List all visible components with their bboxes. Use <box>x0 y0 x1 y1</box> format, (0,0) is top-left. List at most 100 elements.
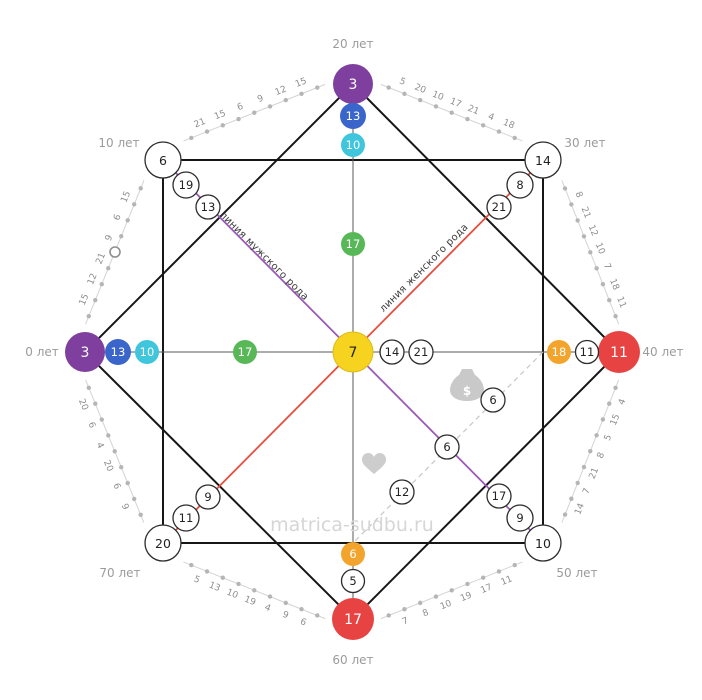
node-bottom-white-value: 5 <box>349 574 356 588</box>
node-center-right-21-value: 21 <box>414 345 429 359</box>
node-corner-br: 10 <box>524 524 562 562</box>
node-tl-inner1: 19 <box>172 171 200 199</box>
perimeter-number: 12 <box>274 85 288 99</box>
perimeter-dot <box>581 464 587 470</box>
perimeter-dot <box>496 129 502 134</box>
perimeter-dot <box>125 480 130 486</box>
node-top-blue-circle <box>340 103 366 129</box>
node-right-orange-circle <box>547 340 571 364</box>
perimeter-dot <box>299 606 304 612</box>
node-tr-inner1: 8 <box>506 171 534 199</box>
node-br-inner1-value: 9 <box>516 511 523 525</box>
node-bl-inner2-value: 9 <box>204 490 211 504</box>
money-bag-icon: $ <box>450 369 484 401</box>
perimeter-number: 10 <box>593 241 607 256</box>
perimeter-dot <box>575 218 580 223</box>
perimeter-dot <box>132 202 137 207</box>
age-label-50: 50 лет <box>556 566 597 580</box>
node-corner-tl: 6 <box>144 141 182 179</box>
perimeter-dot <box>402 91 407 97</box>
perimeter-dot <box>562 512 568 517</box>
perimeter-number: 5 <box>603 433 614 442</box>
node-top-cyan: 10 <box>341 133 365 157</box>
perimeter-number: 6 <box>236 102 245 114</box>
perimeter-dot <box>138 186 143 191</box>
node-top-blue: 13 <box>340 103 366 129</box>
perimeter-dot <box>569 496 574 501</box>
perimeter-dot <box>512 562 517 568</box>
perimeter-dot <box>236 581 241 587</box>
node-left-blue: 13 <box>105 339 131 365</box>
perimeter-number: 6 <box>298 617 307 629</box>
node-tr-inner2: 21 <box>486 194 512 220</box>
perimeter-dot <box>449 588 454 593</box>
perimeter-number: 7 <box>582 487 593 496</box>
node-right-white-circle <box>574 339 600 365</box>
perimeter-number: 5 <box>192 574 201 585</box>
perimeter-dot <box>119 234 124 239</box>
node-corner-tr-value: 14 <box>535 153 551 168</box>
perimeter-number: 15 <box>78 293 92 307</box>
perimeter-dot <box>433 594 439 599</box>
node-bl-inner1-value: 11 <box>179 511 194 525</box>
node-age60-point: 17 <box>332 598 374 640</box>
perimeter-number: 17 <box>479 583 493 597</box>
perimeter-number: 11 <box>500 574 514 588</box>
perimeter-number: 12 <box>86 272 100 286</box>
perimeter-dot <box>99 281 104 287</box>
perimeter-number: 9 <box>104 233 116 242</box>
perimeter-number: 8 <box>573 190 585 199</box>
node-money-mid-circle <box>434 434 460 460</box>
age-label-30: 30 лет <box>564 136 605 150</box>
perimeter-dot <box>433 104 439 109</box>
age-marker-ring <box>109 246 121 258</box>
perimeter-dot <box>106 266 111 271</box>
node-corner-br-value: 10 <box>535 536 551 551</box>
node-right-white: 11 <box>574 339 600 365</box>
perimeter-dot <box>588 250 593 255</box>
perimeter-dot <box>106 433 111 438</box>
node-green-upper-value: 17 <box>346 237 361 251</box>
perimeter-dot <box>204 569 210 574</box>
node-right-orange-value: 18 <box>552 345 567 359</box>
node-br-inner1: 9 <box>506 504 534 532</box>
node-age20-point: 3 <box>333 64 373 104</box>
node-corner-tl-value: 6 <box>159 153 167 168</box>
node-green-left-value: 17 <box>238 345 253 359</box>
node-green-left: 17 <box>233 340 257 364</box>
perimeter-number: 19 <box>243 595 258 609</box>
perimeter-dot <box>588 448 593 454</box>
node-corner-br-circle <box>524 524 562 562</box>
node-corner-bl: 20 <box>144 524 182 562</box>
node-corner-bl-circle <box>144 524 182 562</box>
node-left-blue-circle <box>105 339 131 365</box>
perimeter-number: 9 <box>119 502 131 511</box>
node-left-cyan: 10 <box>135 340 159 364</box>
node-tr-inner1-value: 8 <box>516 178 523 192</box>
age-labels: 0 лет 10 лет 20 лет 30 лет 40 лет 50 лет… <box>25 37 683 667</box>
female-line-label: линия женского рода <box>378 222 471 315</box>
perimeter-dot <box>402 606 407 612</box>
perimeter-dot <box>481 575 486 580</box>
node-br-inner2-value: 17 <box>492 489 507 503</box>
perimeter-dot <box>189 135 194 141</box>
perimeter-dot <box>138 512 143 517</box>
perimeter-dot <box>594 433 599 438</box>
perimeter-dot <box>283 600 288 606</box>
perimeter-number: 13 <box>207 580 221 594</box>
age-label-0: 0 лет <box>25 345 59 359</box>
node-center-right-14: 14 <box>379 339 405 365</box>
node-center-right-21-circle <box>408 339 434 365</box>
perimeter-number: 21 <box>95 252 109 266</box>
node-tr-inner2-value: 21 <box>492 200 507 214</box>
node-tl-inner2-value: 13 <box>201 200 216 214</box>
perimeter-number: 8 <box>421 608 430 620</box>
perimeter-number: 21 <box>579 206 593 220</box>
perimeter-number: 9 <box>256 94 265 106</box>
perimeter-dot <box>220 575 225 580</box>
node-br-inner2-circle <box>486 483 512 509</box>
perimeter-dot <box>607 401 612 406</box>
perimeter-number: 10 <box>431 90 446 104</box>
